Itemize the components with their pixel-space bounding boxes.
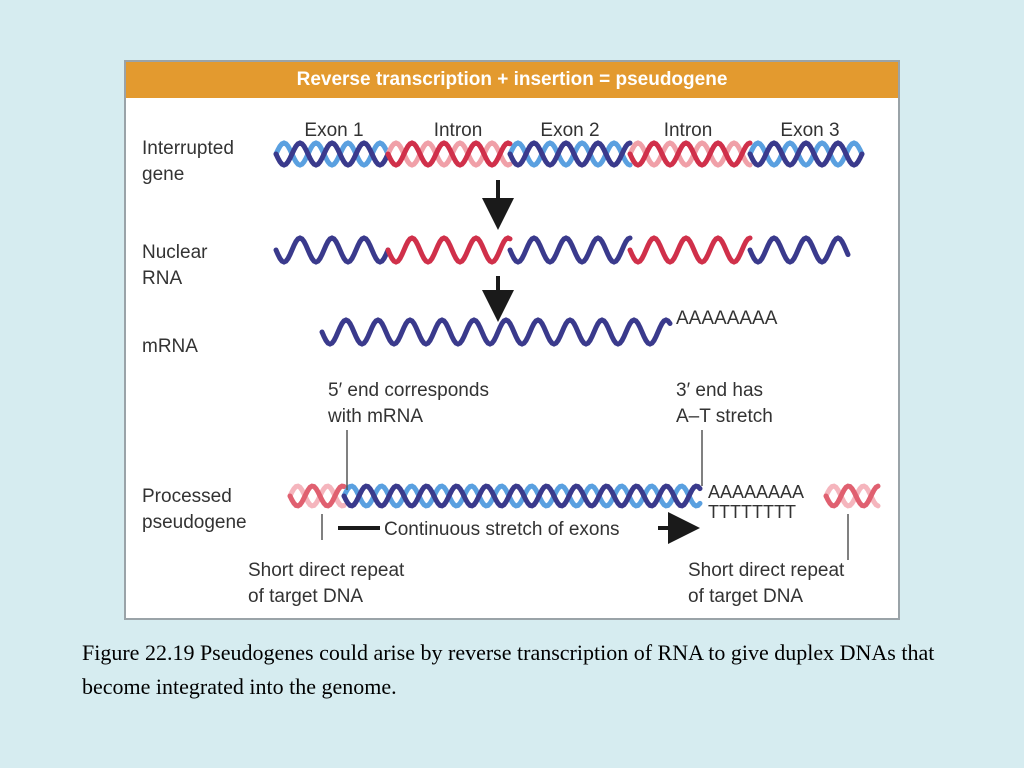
label-interrupted-gene-1: Interrupted bbox=[142, 138, 234, 159]
three-prime-note-2: A–T stretch bbox=[676, 406, 773, 427]
segment-label-exon-2: Exon 2 bbox=[540, 120, 599, 141]
pseudogene-poly-a: AAAAAAAA bbox=[708, 482, 804, 502]
nuclear-rna-strand bbox=[273, 235, 851, 265]
label-interrupted-gene-2: gene bbox=[142, 164, 184, 185]
helix-gene-strand-b-2 bbox=[507, 140, 633, 168]
repeat-left-note-1: Short direct repeat bbox=[248, 560, 405, 581]
figure-title: Reverse transcription + insertion = pseu… bbox=[126, 62, 898, 98]
helix-gene-strand-a-1 bbox=[385, 140, 513, 168]
five-prime-note-1: 5′ end corresponds bbox=[328, 380, 489, 401]
pseudogene-poly-t: TTTTTTTT bbox=[708, 502, 796, 522]
helix-gene-strand-b-1 bbox=[385, 140, 513, 168]
segment-label-exon-3: Exon 3 bbox=[780, 120, 839, 141]
continuous-stretch-label: Continuous stretch of exons bbox=[384, 519, 620, 540]
mrna-strand bbox=[319, 317, 673, 347]
repeat-right-note-2: of target DNA bbox=[688, 586, 803, 607]
figure-caption: Figure 22.19 Pseudogenes could arise by … bbox=[82, 640, 935, 699]
helix-gene-strand-a-4 bbox=[747, 140, 865, 168]
repeat-left-note-2: of target DNA bbox=[248, 586, 363, 607]
segment-label-intron-2: Intron bbox=[664, 120, 713, 141]
label-nuclear-rna-2: RNA bbox=[142, 268, 182, 289]
helix-gene-strand-a-3 bbox=[627, 140, 753, 168]
label-mrna: mRNA bbox=[142, 336, 198, 357]
interrupted-gene-helix bbox=[273, 140, 865, 168]
label-nuclear-rna-1: Nuclear bbox=[142, 242, 208, 263]
diagram: Interrupted gene Nuclear RNA mRNA Proces… bbox=[142, 120, 881, 607]
five-prime-note-2: with mRNA bbox=[327, 406, 423, 427]
mrna-poly-a: AAAAAAAA bbox=[676, 308, 778, 329]
figure-panel: Reverse transcription + insertion = pseu… bbox=[124, 60, 900, 620]
helix-nuclear-strand-a-3 bbox=[627, 235, 753, 265]
helix-gene-strand-b-4 bbox=[747, 140, 865, 168]
helix-gene-strand-a-0 bbox=[273, 140, 391, 168]
helix-gene-strand-b-3 bbox=[627, 140, 753, 168]
helix-nuclear-strand-a-4 bbox=[747, 235, 851, 265]
helix-nuclear-strand-a-2 bbox=[507, 235, 633, 265]
segment-label-exon-1: Exon 1 bbox=[304, 120, 363, 141]
helix-gene-strand-b-0 bbox=[273, 140, 391, 168]
helix-mrna-strand-a-0 bbox=[319, 317, 673, 347]
helix-nuclear-strand-a-0 bbox=[273, 235, 391, 265]
repeat-right-note-1: Short direct repeat bbox=[688, 560, 845, 581]
label-processed-pseudogene-1: Processed bbox=[142, 486, 232, 507]
helix-pseudo-strand-a-0 bbox=[287, 483, 347, 509]
segment-label-intron-1: Intron bbox=[434, 120, 483, 141]
label-processed-pseudogene-2: pseudogene bbox=[142, 512, 247, 533]
helix-nuclear-strand-a-1 bbox=[385, 235, 513, 265]
pseudogene-helix bbox=[287, 483, 881, 509]
helix-pseudo-strand-a-2 bbox=[823, 483, 881, 509]
three-prime-note-1: 3′ end has bbox=[676, 380, 763, 401]
helix-gene-strand-a-2 bbox=[507, 140, 633, 168]
helix-pseudo-strand-a-1 bbox=[341, 483, 703, 509]
helix-pseudo-strand-b-2 bbox=[823, 483, 881, 509]
